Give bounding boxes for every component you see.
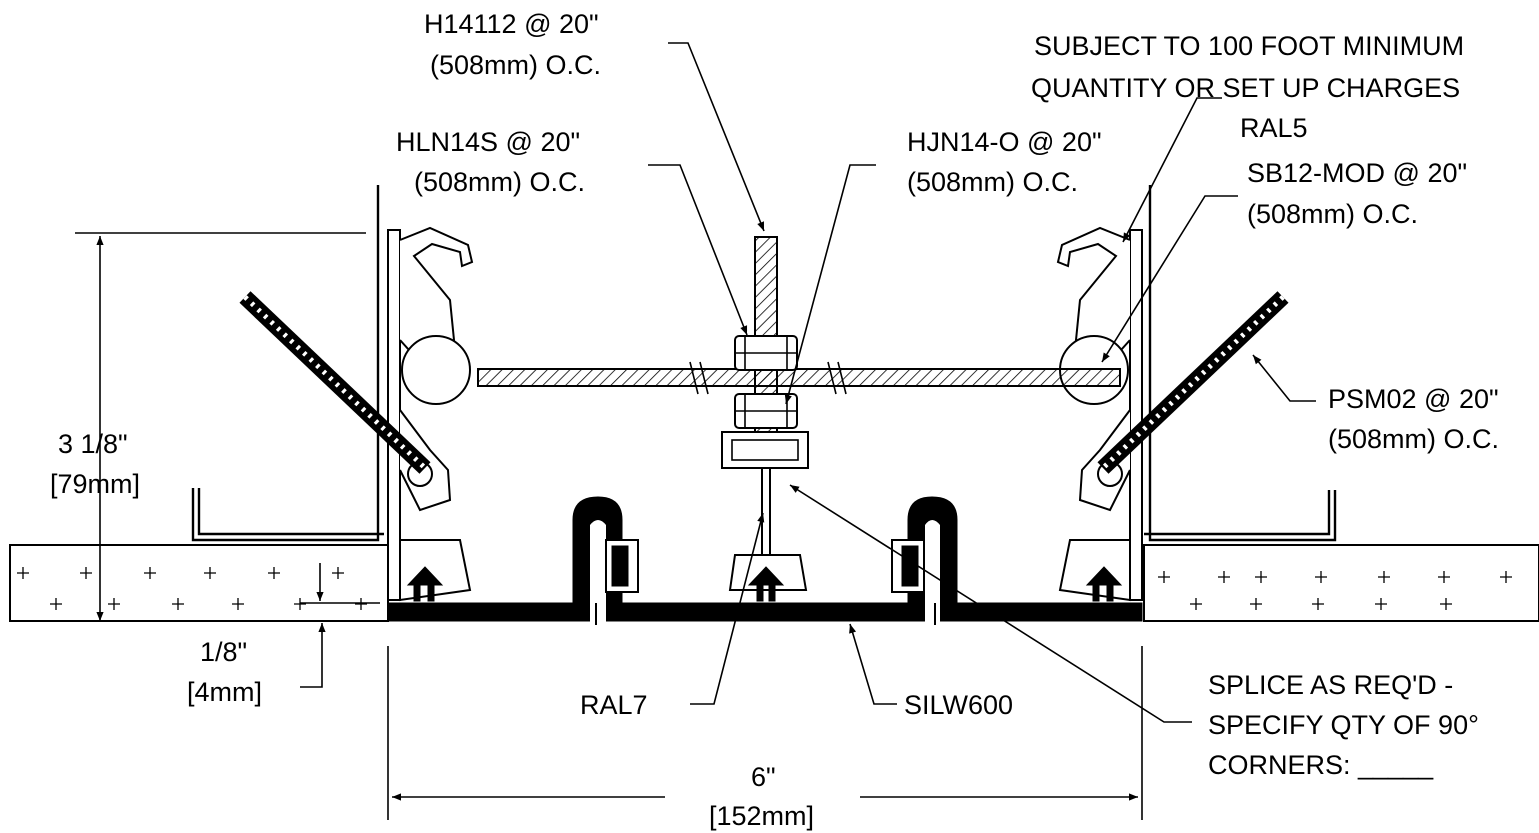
right-keeper-clip — [1085, 566, 1123, 602]
left-anchor-screw — [239, 291, 431, 474]
right-slab-crosses — [1158, 571, 1512, 610]
label-reveal-line2: [4mm] — [187, 677, 262, 707]
center-hanger — [721, 431, 809, 602]
label-width-line1: 6" — [751, 762, 776, 792]
reveal-dimension — [280, 563, 380, 688]
label-hjn14o-line2: (508mm) O.C. — [907, 167, 1078, 197]
label-ral7: RAL7 — [580, 690, 648, 720]
label-h14112-line2: (508mm) O.C. — [430, 50, 601, 80]
label-h14112-line1: H14112 @ 20" — [424, 9, 599, 39]
leader-psm02 — [1252, 354, 1316, 402]
label-height-line1: 3 1/8" — [58, 429, 128, 459]
label-subject-line1: SUBJECT TO 100 FOOT MINIMUM — [1034, 31, 1464, 61]
left-aluminum-extrusion — [387, 226, 474, 602]
leader-hjn14o — [784, 164, 876, 405]
label-splice-line2: SPECIFY QTY OF 90° — [1208, 710, 1479, 740]
label-ral5: RAL5 — [1240, 113, 1308, 143]
label-psm02-line2: (508mm) O.C. — [1328, 424, 1499, 454]
left-slab-crosses — [17, 567, 367, 610]
center-keeper-clip — [747, 566, 785, 602]
label-splice-line3: CORNERS: _____ — [1208, 750, 1434, 780]
right-flashing-angle — [1144, 185, 1337, 542]
leader-sb12mod — [1101, 195, 1238, 363]
leader-hln14s — [648, 164, 748, 336]
label-width-line2: [152mm] — [709, 801, 814, 831]
leader-splice — [789, 484, 1192, 723]
label-hln14s-line1: HLN14S @ 20" — [396, 127, 580, 157]
label-psm02-line1: PSM02 @ 20" — [1328, 384, 1499, 414]
cross-bar — [477, 361, 1121, 395]
upper-hex-nut — [734, 335, 798, 371]
label-height-line2: [79mm] — [50, 469, 140, 499]
left-concrete-slab — [9, 544, 389, 622]
label-sb12mod-line2: (508mm) O.C. — [1247, 199, 1418, 229]
label-silw600: SILW600 — [904, 690, 1013, 720]
silicone-seal — [387, 496, 1143, 640]
leader-ral7 — [690, 512, 765, 705]
leader-silw600 — [849, 623, 897, 705]
label-hjn14o-line1: HJN14-O @ 20" — [907, 127, 1102, 157]
label-splice-line1: SPLICE AS REQ'D - — [1208, 670, 1453, 700]
lower-hex-nut — [734, 393, 798, 429]
height-dimension — [75, 232, 366, 621]
right-aluminum-extrusion — [1056, 226, 1143, 602]
left-flashing-angle — [191, 185, 384, 542]
label-sb12mod-line1: SB12-MOD @ 20" — [1247, 158, 1467, 188]
right-concrete-slab — [1143, 544, 1539, 622]
label-subject-line2: QUANTITY OR SET UP CHARGES — [1031, 73, 1460, 103]
right-anchor-screw — [1097, 291, 1289, 474]
leader-ral5 — [1122, 97, 1222, 243]
label-reveal-line1: 1/8" — [200, 637, 247, 667]
leader-h14112 — [668, 42, 765, 232]
width-dimension — [387, 646, 1143, 820]
label-hln14s-line2: (508mm) O.C. — [414, 167, 585, 197]
left-keeper-clip — [406, 566, 444, 602]
